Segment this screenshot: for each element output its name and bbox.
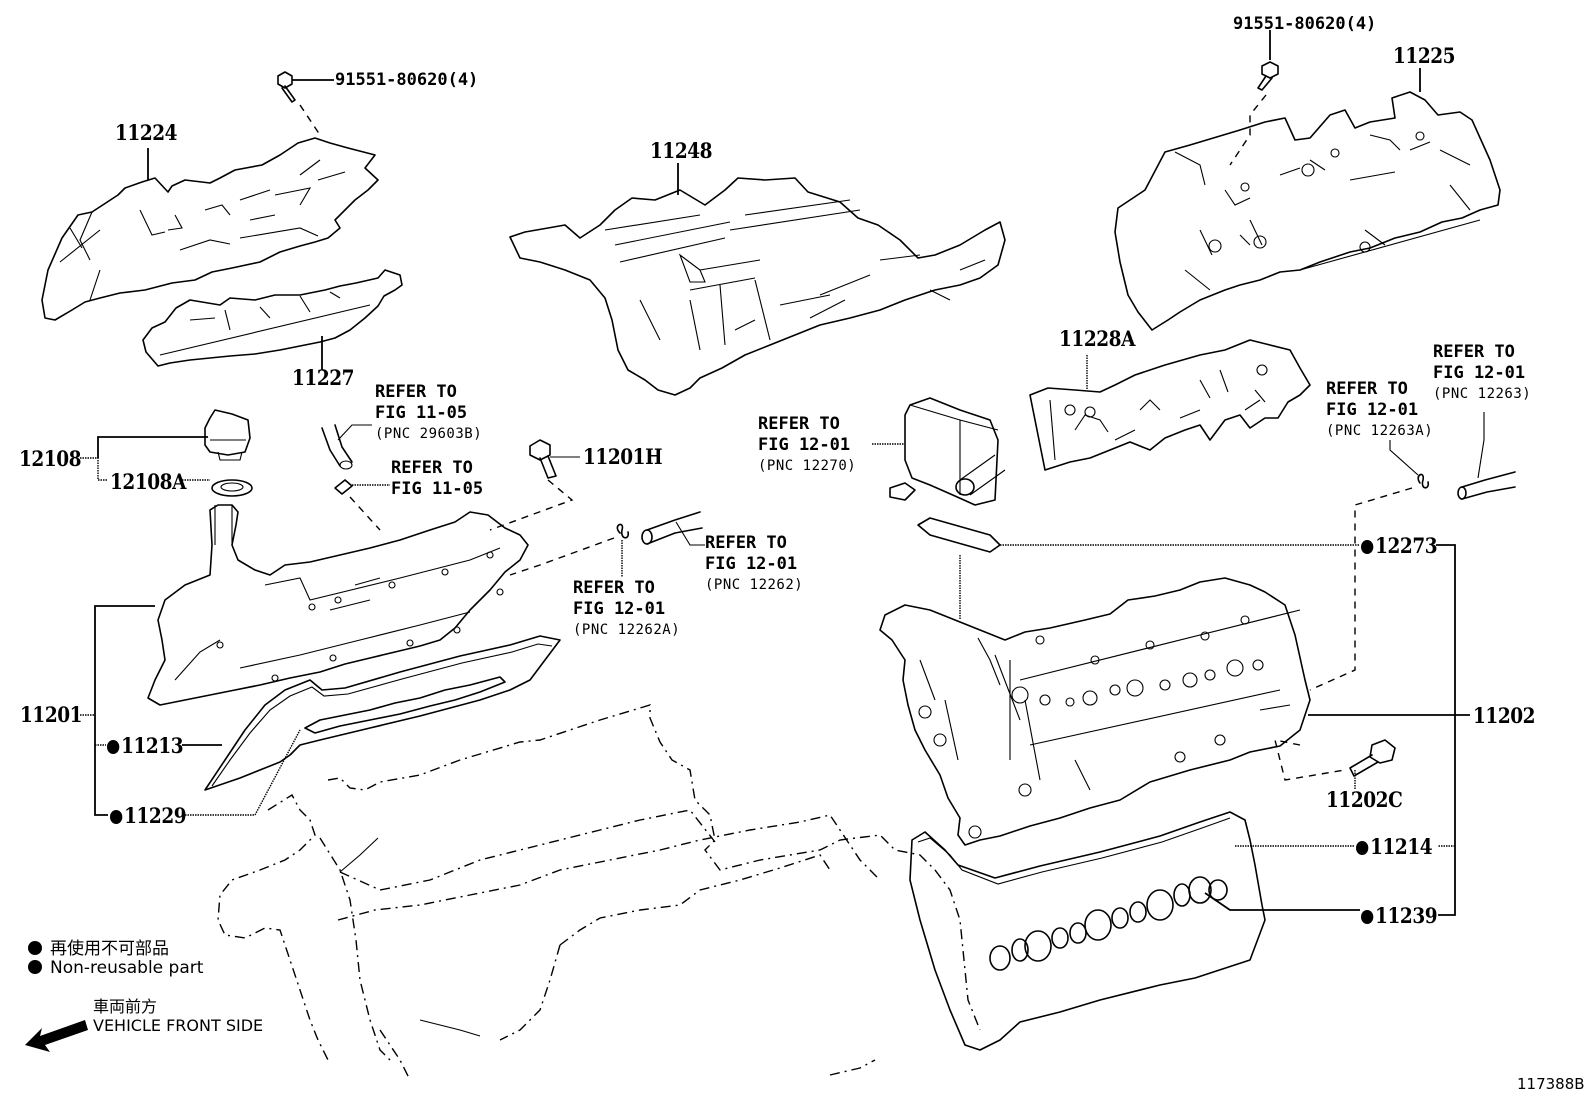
callout-11239[interactable]: 11239 — [1361, 903, 1438, 928]
callout-11201h[interactable]: 11201H — [583, 444, 663, 469]
hose-29603b-illustration[interactable] — [321, 424, 353, 470]
callout-bolt-91551-right[interactable]: 91551-80620(4) — [1233, 14, 1377, 34]
non-reusable-bullet-icon — [1361, 910, 1374, 924]
hose-12262-illustration[interactable] — [641, 511, 703, 545]
callout-11214[interactable]: 11214 — [1356, 834, 1433, 859]
clip-12262a-illustration[interactable] — [616, 523, 630, 539]
callout-11202c[interactable]: 11202C — [1326, 787, 1403, 812]
non-reusable-bullet-icon — [1356, 841, 1369, 855]
legend-front-en: VEHICLE FRONT SIDE — [93, 1016, 264, 1035]
leader-lines — [80, 30, 1485, 916]
center-insulator-illustration[interactable] — [509, 177, 1006, 396]
callout-12108a[interactable]: 12108A — [110, 469, 186, 494]
spark-plug-tube-seals-right-illustration[interactable] — [989, 876, 1228, 971]
bolt-11202c-illustration[interactable] — [1349, 739, 1396, 777]
hose-12263-illustration[interactable] — [1457, 471, 1516, 500]
valve-cover-right-illustration[interactable] — [879, 577, 1311, 846]
legend-non-reusable-jp: 再使用不可部品 — [28, 934, 169, 959]
callout-12273[interactable]: 12273 — [1361, 533, 1438, 558]
engine-cover-left-illustration[interactable] — [41, 137, 379, 321]
legend-non-reusable-en: Non-reusable part — [28, 958, 203, 978]
legend-front-jp: 車両前方 — [93, 997, 158, 1016]
callout-11225[interactable]: 11225 — [1393, 43, 1456, 68]
non-reusable-bullet-icon — [110, 810, 123, 824]
valve-cover-gasket-left-illustration[interactable] — [204, 635, 561, 791]
callout-11201[interactable]: 11201 — [20, 702, 83, 727]
insulator-left-illustration[interactable] — [142, 269, 403, 367]
valve-cover-left-illustration[interactable] — [147, 504, 529, 706]
oil-filler-cap-illustration[interactable] — [204, 409, 251, 461]
callout-11213[interactable]: 11213 — [107, 733, 184, 758]
callout-11227[interactable]: 11227 — [292, 365, 355, 390]
callout-11224[interactable]: 11224 — [115, 120, 178, 145]
oil-filler-gasket-illustration[interactable] — [211, 479, 253, 497]
callout-11228a[interactable]: 11228A — [1059, 326, 1135, 351]
bullet-icon — [28, 960, 42, 974]
bolt-left-illustration[interactable] — [277, 71, 296, 103]
bullet-icon — [28, 941, 42, 955]
non-reusable-bullet-icon — [107, 740, 120, 754]
pcv-gasket-illustration[interactable] — [917, 517, 1001, 553]
callout-11202[interactable]: 11202 — [1473, 703, 1536, 728]
valve-cover-gasket-right-illustration[interactable] — [909, 811, 1266, 1051]
spark-plug-tube-seals-left-illustration[interactable] — [304, 676, 506, 734]
non-reusable-bullet-icon — [1361, 540, 1374, 554]
callout-bolt-91551-left[interactable]: 91551-80620(4) — [335, 70, 479, 90]
insulator-right-illustration[interactable] — [1029, 339, 1311, 471]
clip-12263a-illustration[interactable] — [1417, 473, 1430, 489]
vehicle-front-arrow-icon — [25, 1020, 88, 1052]
bolt-11201h-illustration[interactable] — [529, 439, 557, 479]
callout-11229[interactable]: 11229 — [110, 803, 187, 828]
bolt-right-illustration[interactable] — [1257, 61, 1279, 91]
engine-block-phantom-outline — [217, 704, 981, 1081]
pcv-box-illustration[interactable] — [889, 397, 1006, 506]
engine-cover-right-illustration[interactable] — [1114, 91, 1501, 331]
figure-id: 117388B — [1517, 1075, 1585, 1093]
callout-12108[interactable]: 12108 — [19, 446, 82, 471]
hose-clip-11-05-illustration[interactable] — [334, 479, 353, 495]
callout-11248[interactable]: 11248 — [650, 138, 713, 163]
